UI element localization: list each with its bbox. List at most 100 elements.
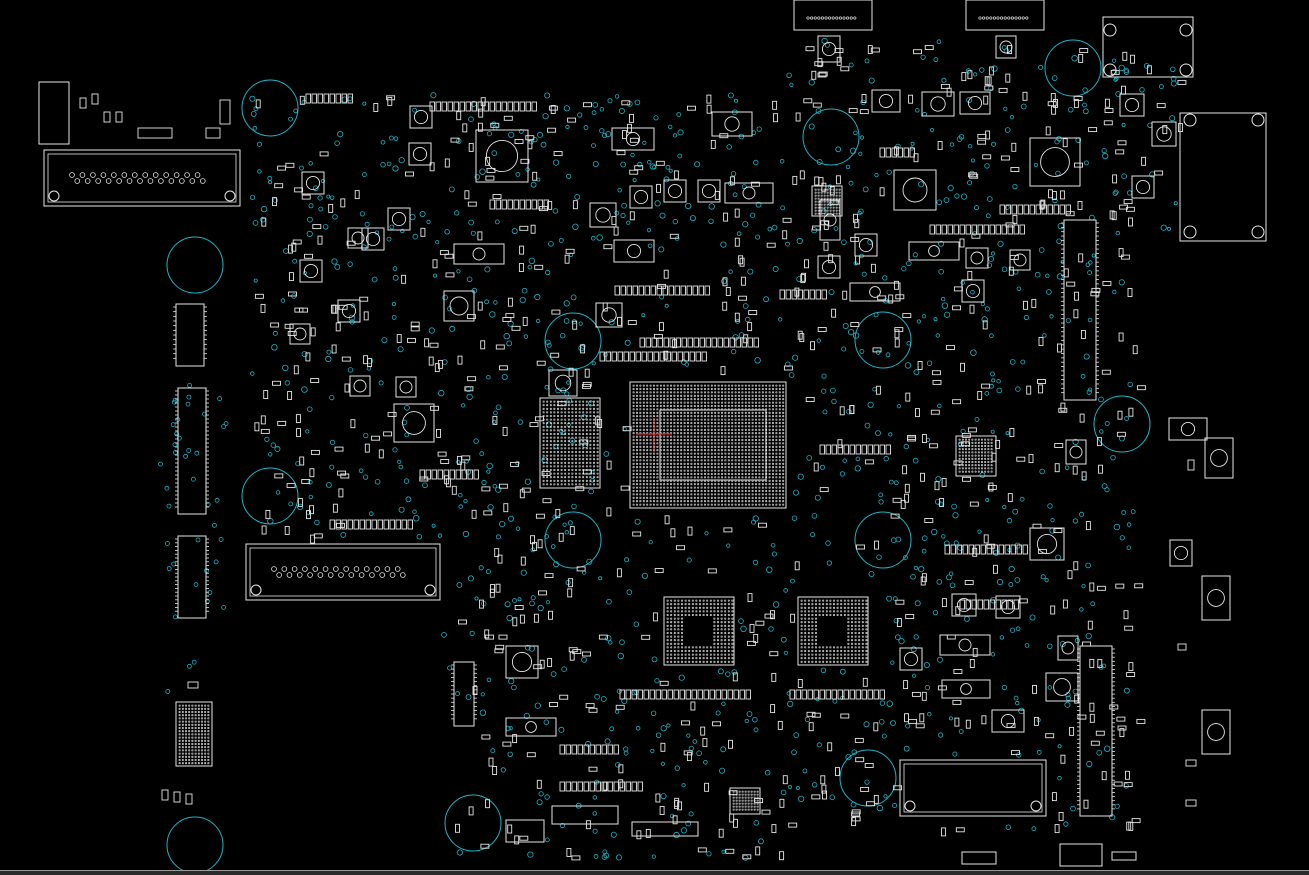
via bbox=[371, 276, 378, 283]
resistor-array-pad bbox=[1065, 204, 1071, 215]
resistor-capacitor-pad bbox=[622, 426, 632, 432]
resistor-capacitor-pad bbox=[758, 522, 767, 528]
resistor-capacitor-pad bbox=[331, 304, 336, 314]
resistor-capacitor-pad bbox=[1009, 428, 1015, 437]
resistor-capacitor-pad bbox=[659, 806, 665, 815]
resistor-array-pad bbox=[619, 781, 625, 792]
resistor-capacitor-pad bbox=[629, 169, 639, 175]
via bbox=[811, 513, 818, 519]
via bbox=[1015, 700, 1020, 706]
resistor-capacitor-pad bbox=[754, 798, 764, 804]
resistor-capacitor-pad bbox=[850, 236, 860, 242]
resistor-capacitor-pad bbox=[1037, 548, 1047, 554]
resistor-capacitor-pad bbox=[766, 242, 776, 248]
via bbox=[1160, 224, 1167, 231]
via bbox=[1070, 805, 1076, 812]
resistor-capacitor-pad bbox=[904, 493, 910, 503]
via bbox=[787, 700, 794, 708]
via bbox=[941, 77, 947, 83]
via bbox=[903, 443, 909, 450]
resistor-capacitor-pad bbox=[1074, 162, 1083, 168]
resistor-capacitor-pad bbox=[1095, 730, 1105, 736]
via bbox=[1008, 582, 1014, 587]
via bbox=[953, 540, 959, 546]
resistor-capacitor-pad bbox=[687, 526, 693, 536]
via bbox=[544, 384, 550, 390]
via bbox=[831, 398, 837, 405]
via bbox=[864, 422, 871, 429]
resistor-capacitor-pad bbox=[301, 479, 311, 484]
resistor-capacitor-pad bbox=[527, 140, 533, 150]
resistor-capacitor-pad bbox=[629, 113, 634, 123]
ic-package bbox=[1201, 709, 1231, 755]
panel-connector-bottom-pin bbox=[358, 572, 365, 578]
via bbox=[292, 258, 298, 264]
via bbox=[268, 452, 273, 457]
via bbox=[946, 574, 952, 581]
resistor-capacitor-pad bbox=[466, 314, 476, 320]
via bbox=[1084, 160, 1089, 166]
via bbox=[957, 544, 964, 551]
resistor-capacitor-pad bbox=[440, 459, 450, 464]
via bbox=[895, 536, 902, 543]
resistor-capacitor-pad bbox=[387, 96, 393, 106]
resistor-capacitor-pad bbox=[1118, 332, 1124, 342]
resistor-array-pad bbox=[605, 351, 611, 362]
via bbox=[172, 442, 178, 448]
resistor-capacitor-pad bbox=[480, 843, 490, 849]
via bbox=[508, 131, 515, 138]
resistor-capacitor-pad bbox=[1038, 384, 1044, 394]
discrete-part bbox=[1185, 759, 1197, 767]
resistor-array-pad bbox=[962, 544, 968, 555]
via bbox=[506, 340, 513, 347]
resistor-array-pad bbox=[715, 689, 721, 700]
via bbox=[485, 569, 491, 575]
resistor-array-pad bbox=[323, 93, 329, 104]
via bbox=[610, 831, 617, 838]
usb-pin bbox=[813, 16, 817, 20]
via bbox=[293, 108, 298, 114]
via bbox=[676, 112, 682, 117]
via bbox=[486, 677, 492, 683]
via bbox=[936, 656, 943, 663]
via bbox=[504, 601, 511, 608]
resistor-capacitor-pad bbox=[270, 322, 280, 328]
resistor-capacitor-pad bbox=[972, 647, 978, 657]
bottom-bga-ball-grid bbox=[732, 790, 759, 811]
ic-package bbox=[921, 91, 955, 117]
via bbox=[542, 113, 549, 120]
ic-pad bbox=[293, 327, 307, 341]
via bbox=[833, 226, 839, 231]
resistor-capacitor-pad bbox=[530, 535, 535, 545]
via bbox=[991, 378, 996, 383]
resistor-capacitor-pad bbox=[799, 333, 805, 343]
panel-connector-bottom-screw bbox=[424, 584, 436, 596]
resistor-array-pad bbox=[341, 93, 347, 104]
via bbox=[1119, 535, 1125, 541]
resistor-capacitor-pad bbox=[344, 383, 350, 393]
resistor-capacitor-pad bbox=[547, 200, 553, 210]
resistor-capacitor-pad bbox=[456, 111, 462, 121]
resistor-capacitor-pad bbox=[988, 482, 994, 492]
via bbox=[1034, 271, 1041, 278]
via bbox=[752, 717, 758, 723]
resistor-capacitor-pad bbox=[1126, 821, 1132, 831]
resistor-capacitor-pad bbox=[860, 786, 870, 792]
via bbox=[323, 224, 329, 230]
resistor-capacitor-pad bbox=[1125, 770, 1130, 780]
via bbox=[1023, 314, 1030, 321]
usb-pin bbox=[846, 16, 850, 20]
via bbox=[250, 371, 255, 376]
resistor-array-pad bbox=[687, 337, 693, 348]
resistor-array-pad bbox=[644, 285, 650, 296]
resistor-capacitor-pad bbox=[840, 713, 850, 719]
via bbox=[921, 314, 927, 319]
resistor-capacitor-pad bbox=[462, 123, 468, 133]
resistor-capacitor-pad bbox=[542, 498, 552, 504]
via bbox=[839, 668, 846, 675]
resistor-capacitor-pad bbox=[820, 775, 826, 785]
via bbox=[943, 197, 950, 204]
via bbox=[935, 475, 942, 482]
via bbox=[663, 176, 670, 183]
